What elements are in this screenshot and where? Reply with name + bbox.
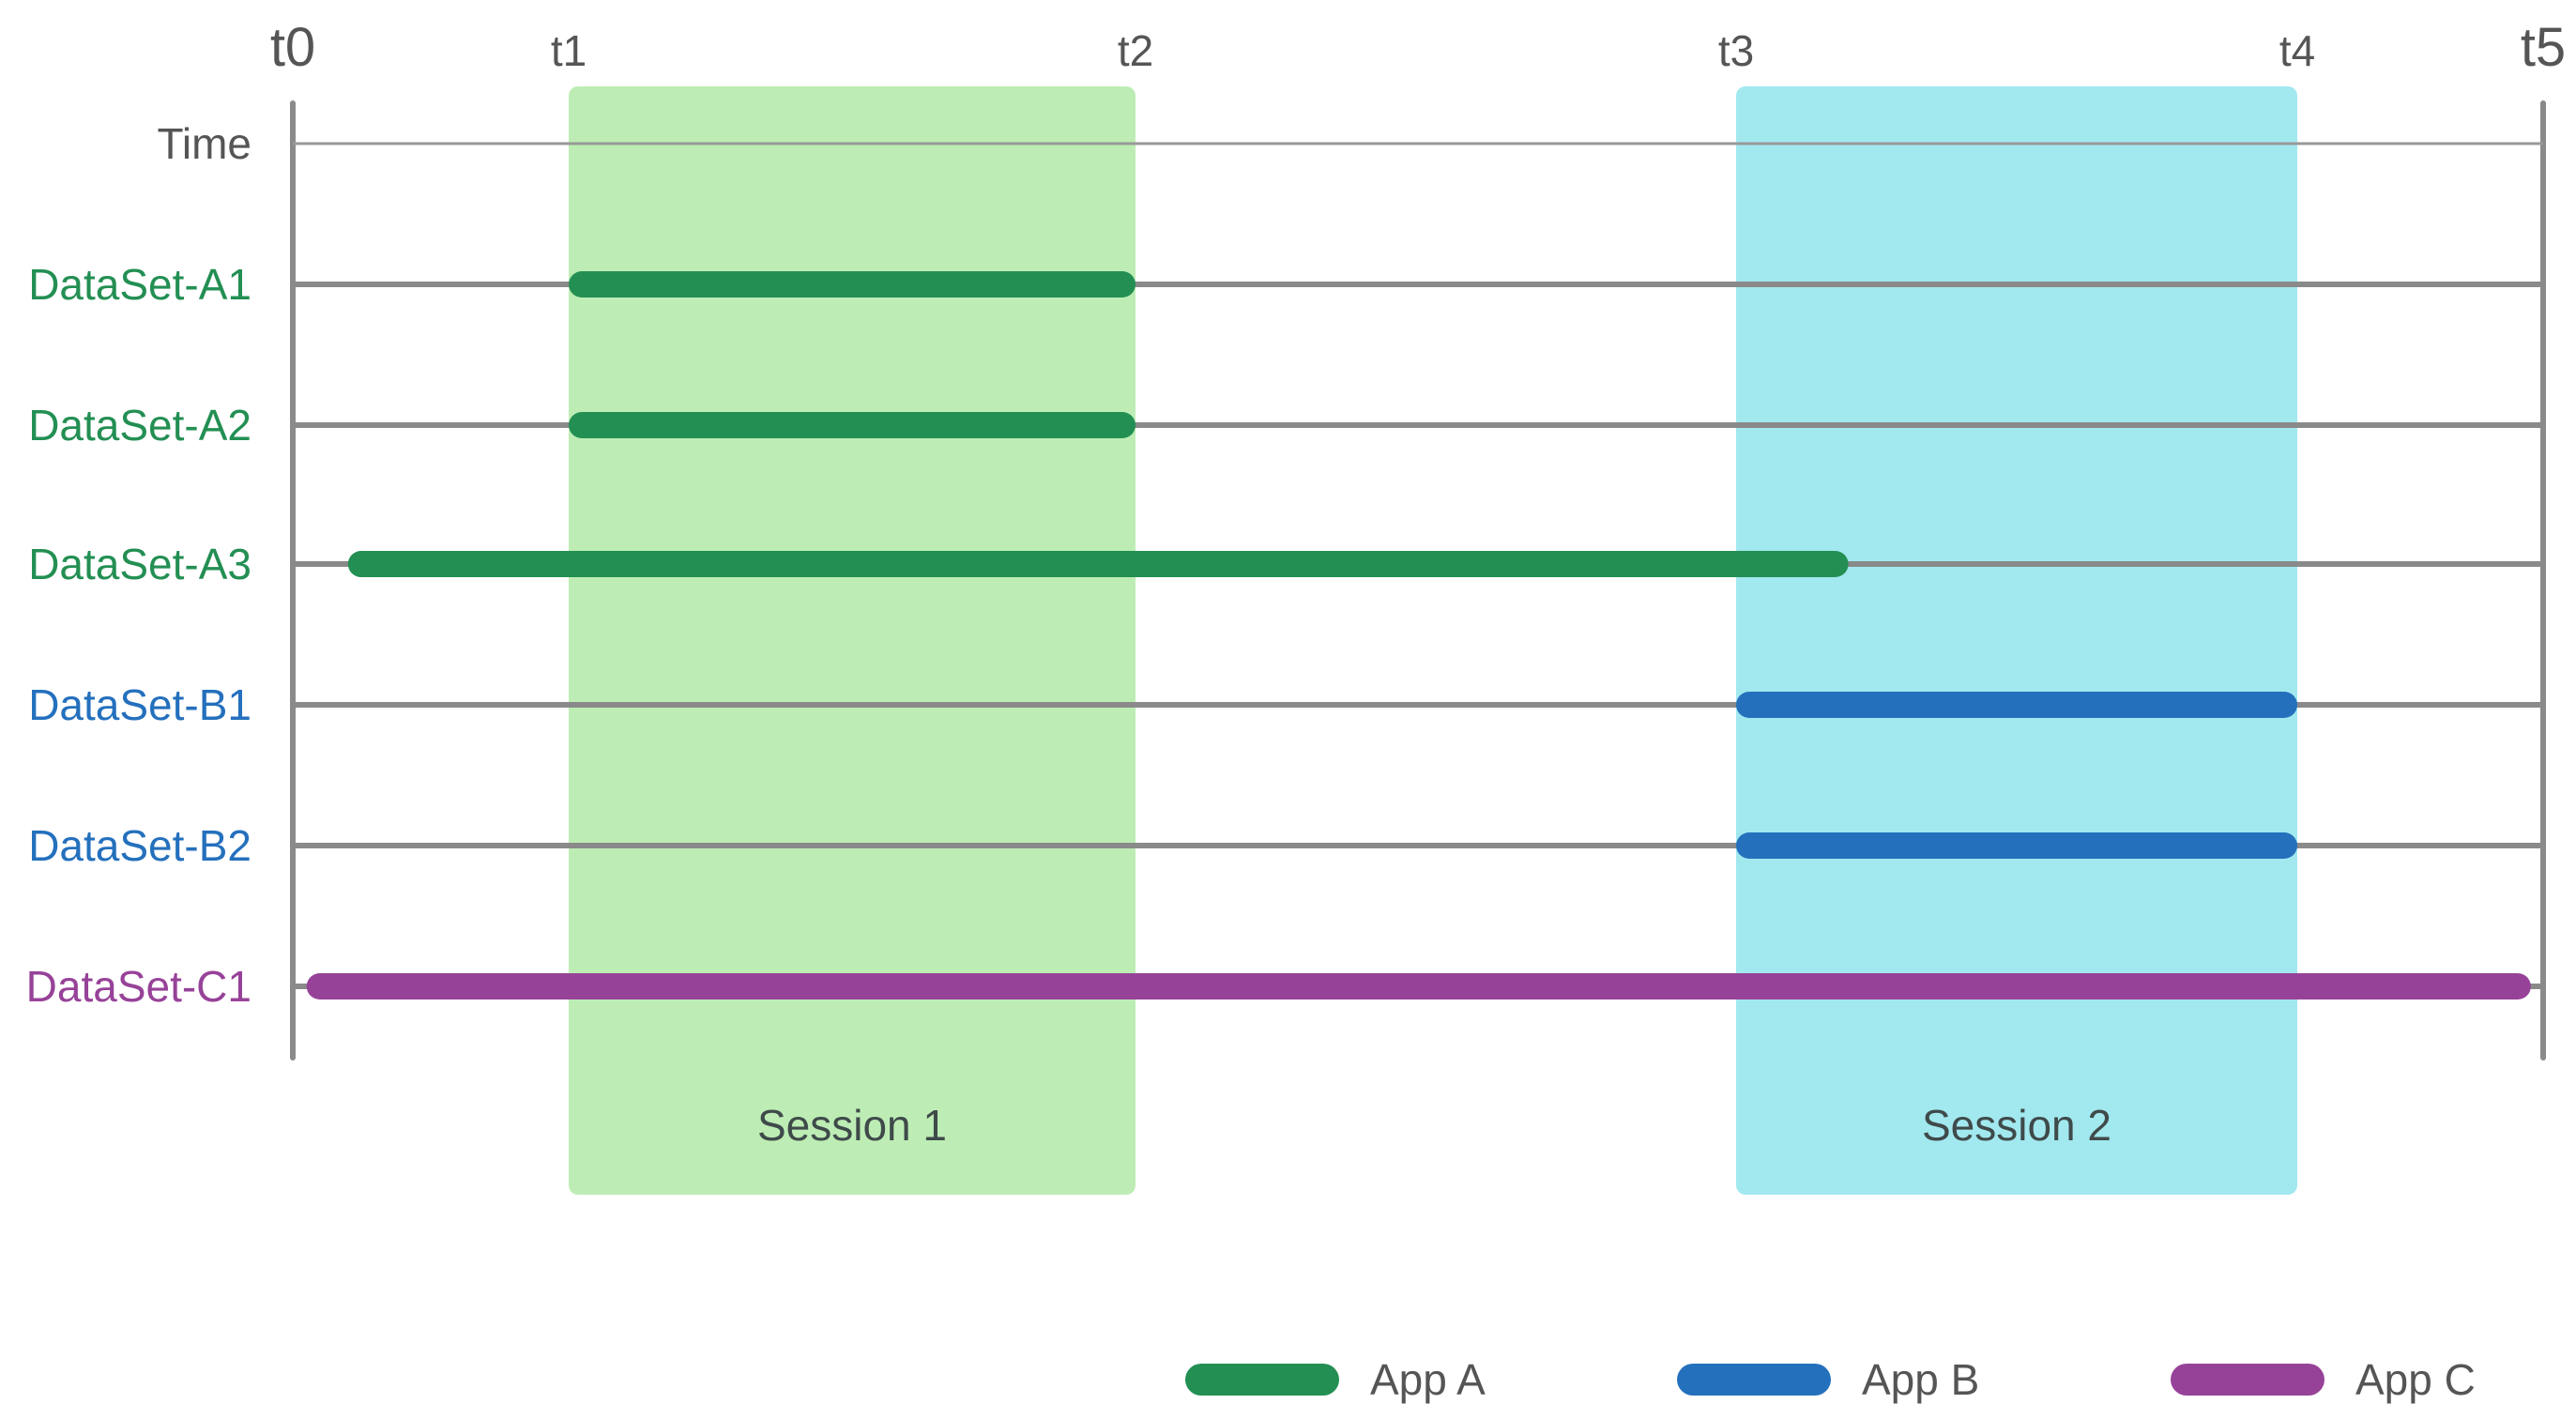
tick-label-t2: t2	[1118, 26, 1153, 75]
tick-label-t4: t4	[2279, 26, 2315, 75]
session-label-1: Session 1	[757, 1101, 947, 1150]
row-label-dataset-a1: DataSet-A1	[28, 260, 252, 309]
time-row-label: Time	[157, 119, 252, 168]
tick-label-t5: t5	[2521, 17, 2566, 78]
legend-label-app-c: App C	[2355, 1355, 2476, 1404]
session-region-1	[569, 86, 1136, 1195]
labels-layer: Session 1 Session 2 t0 t1 t2 t3 t4 t5TimeDataSe…	[26, 17, 2567, 1150]
row-label-dataset-b2: DataSet-B2	[28, 821, 252, 870]
legend-label-app-a: App A	[1370, 1355, 1486, 1404]
legend-label-app-b: App B	[1862, 1355, 1979, 1404]
bars-layer	[306, 271, 2531, 999]
row-label-dataset-c1: DataSet-C1	[26, 962, 252, 1011]
tick-label-t3: t3	[1718, 26, 1754, 75]
row-label-dataset-a3: DataSet-A3	[28, 540, 252, 588]
row-label-dataset-b1: DataSet-B1	[28, 680, 252, 729]
sessions-layer	[569, 86, 2297, 1195]
legend: App A App B App C	[1185, 1355, 2476, 1404]
tick-label-t0: t0	[270, 17, 315, 78]
session-label-2: Session 2	[1922, 1101, 2111, 1150]
session-region-2	[1736, 86, 2297, 1195]
tick-label-t1: t1	[551, 26, 587, 75]
row-label-dataset-a2: DataSet-A2	[28, 401, 252, 450]
